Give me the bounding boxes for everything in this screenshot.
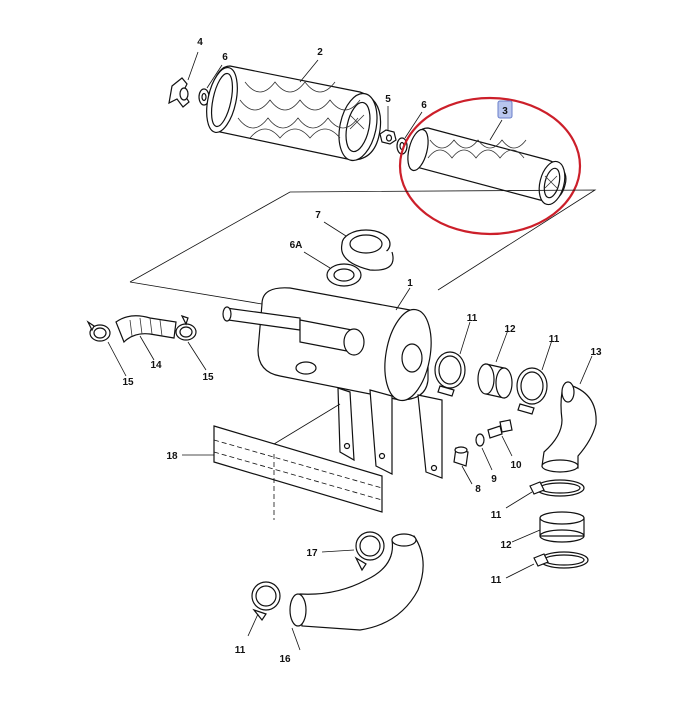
callout-3-badge[interactable]: 3: [497, 100, 513, 119]
leader-11-bottom-left: [247, 613, 259, 637]
highlight-ring: [398, 96, 582, 236]
leader-6-left: [206, 64, 223, 89]
leader-11-lower-2: [505, 563, 535, 579]
callout-14: 14: [150, 360, 162, 371]
callout-4: 4: [197, 37, 203, 48]
leader-14: [139, 335, 155, 361]
part-14-hose[interactable]: [115, 315, 177, 344]
leader-12-upper: [495, 329, 509, 363]
leader-10: [501, 435, 513, 457]
leader-16: [291, 627, 301, 651]
callout-15-left: 15: [122, 377, 134, 388]
part-4-wing-nut[interactable]: [168, 77, 190, 108]
part-11-clamp-lower-2[interactable]: [533, 551, 589, 569]
part-8-bushing[interactable]: [453, 446, 469, 467]
part-11-clamp-upper-right[interactable]: [516, 367, 548, 415]
callout-10: 10: [510, 460, 522, 471]
assembly-outline-upper: [129, 189, 597, 291]
callout-18: 18: [166, 451, 178, 462]
callout-11-bottom-left: 11: [235, 645, 246, 656]
leader-6a: [303, 251, 331, 269]
part-5-nut[interactable]: [379, 129, 397, 145]
callout-12-upper: 12: [504, 324, 516, 335]
leader-6-right: [404, 111, 423, 139]
part-13-elbow[interactable]: [541, 381, 597, 473]
leader-12-lower: [511, 529, 541, 543]
part-15-clamp-left[interactable]: [86, 320, 111, 342]
part-18-plate[interactable]: [213, 425, 383, 513]
callout-7: 7: [315, 210, 321, 221]
callout-16: 16: [279, 654, 291, 665]
callout-11-lower-1: 11: [491, 510, 502, 521]
callout-5: 5: [385, 94, 391, 105]
callout-1: 1: [407, 278, 413, 289]
leader-15-right: [187, 341, 207, 371]
callout-17: 17: [306, 548, 318, 559]
callout-3: 3: [502, 106, 508, 117]
callout-13: 13: [590, 347, 602, 358]
part-1-housing[interactable]: [222, 287, 443, 479]
callout-11-clamp-right: 11: [549, 334, 560, 345]
leader-2: [299, 59, 319, 83]
assembly-outline-lower: [273, 403, 341, 445]
leader-4: [187, 51, 199, 81]
part-7-cover[interactable]: [340, 229, 394, 271]
leader-17: [321, 549, 355, 553]
part-12-sleeve-upper[interactable]: [477, 363, 513, 399]
callout-6-left: 6: [222, 52, 228, 63]
leader-8: [461, 465, 473, 485]
leader-13: [579, 355, 593, 385]
part-11-clamp-bottom-left[interactable]: [251, 581, 281, 622]
part-12-sleeve-lower[interactable]: [539, 511, 585, 543]
leader-1: [395, 287, 411, 311]
leader-7: [323, 221, 347, 237]
part-3-inner-filter[interactable]: [404, 127, 569, 207]
part-6a-gasket[interactable]: [326, 263, 362, 287]
leader-11-lower-1: [505, 491, 533, 509]
callout-8: 8: [475, 484, 481, 495]
callout-2: 2: [317, 47, 323, 58]
callout-6-right: 6: [421, 100, 427, 111]
callout-6a: 6A: [290, 240, 303, 251]
part-16-hose[interactable]: [289, 533, 424, 631]
callout-9: 9: [491, 474, 497, 485]
callout-11-lower-2: 11: [491, 575, 502, 586]
part-17-clamp[interactable]: [354, 531, 385, 572]
assembly-outline-left: [129, 281, 263, 305]
leader-3: [489, 119, 503, 141]
part-9-washer[interactable]: [475, 433, 485, 447]
leader-15-left: [107, 341, 127, 377]
callout-12-lower: 12: [500, 540, 512, 551]
part-2-outer-filter[interactable]: [201, 65, 382, 164]
leader-11-clamp-right: [541, 339, 553, 371]
leader-9: [481, 447, 493, 471]
part-10-bolt[interactable]: [487, 419, 513, 439]
part-11-clamp-upper-left[interactable]: [434, 351, 466, 397]
callout-15-right: 15: [202, 372, 214, 383]
callout-11-clamp-left: 11: [467, 313, 478, 324]
leader-11-clamp-left: [459, 321, 471, 355]
part-11-clamp-lower-1[interactable]: [529, 479, 585, 497]
part-15-clamp-right[interactable]: [175, 314, 197, 341]
